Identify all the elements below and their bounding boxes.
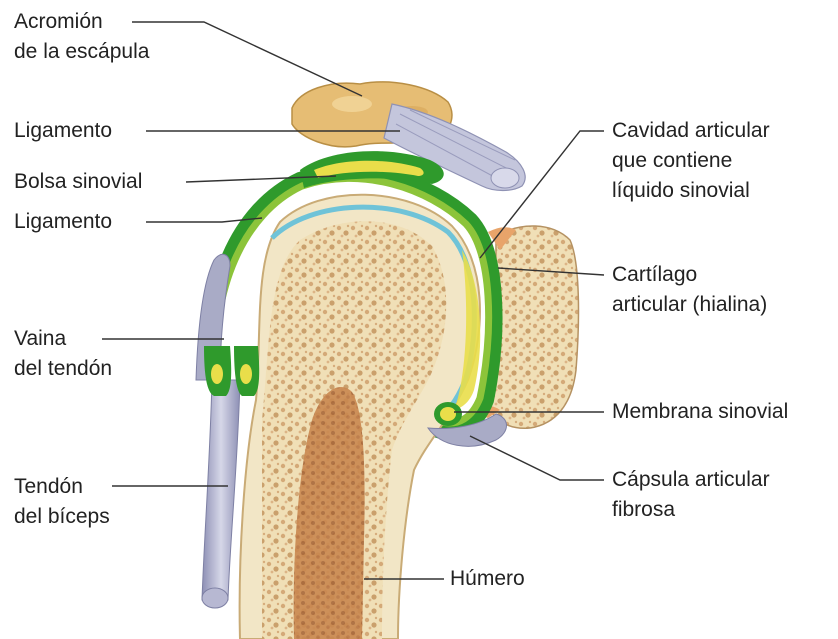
label-vaina-line2: del tendón bbox=[14, 354, 112, 384]
label-ligamento-mid-text: Ligamento bbox=[14, 207, 112, 237]
label-cartilago-line1: Cartílago bbox=[612, 260, 767, 290]
label-vaina-line1: Vaina bbox=[14, 324, 112, 354]
label-cavidad-line1: Cavidad articular bbox=[612, 116, 770, 146]
label-capsula-line1: Cápsula articular bbox=[612, 465, 770, 495]
label-acromion: Acromión de la escápula bbox=[14, 7, 149, 67]
label-cartilago-line2: articular (hialina) bbox=[612, 290, 767, 320]
label-cavidad-line2: que contiene bbox=[612, 146, 770, 176]
label-membrana-text: Membrana sinovial bbox=[612, 397, 788, 427]
label-cavidad: Cavidad articular que contiene líquido s… bbox=[612, 116, 770, 206]
label-tendon-biceps-line2: del bíceps bbox=[14, 502, 110, 532]
label-membrana: Membrana sinovial bbox=[612, 397, 788, 427]
label-tendon-biceps: Tendón del bíceps bbox=[14, 472, 110, 532]
label-tendon-biceps-line1: Tendón bbox=[14, 472, 110, 502]
label-ligamento-top-text: Ligamento bbox=[14, 116, 112, 146]
label-capsula: Cápsula articular fibrosa bbox=[612, 465, 770, 525]
biceps-tendon bbox=[196, 254, 240, 608]
label-ligamento-mid: Ligamento bbox=[14, 207, 112, 237]
label-acromion-line2: de la escápula bbox=[14, 37, 149, 67]
label-cavidad-line3: líquido sinovial bbox=[612, 176, 770, 206]
label-capsula-line2: fibrosa bbox=[612, 495, 770, 525]
label-bolsa-sinovial-text: Bolsa sinovial bbox=[14, 167, 142, 197]
label-humero-text: Húmero bbox=[450, 564, 525, 594]
label-cartilago: Cartílago articular (hialina) bbox=[612, 260, 767, 320]
label-acromion-line1: Acromión bbox=[14, 7, 149, 37]
label-bolsa-sinovial: Bolsa sinovial bbox=[14, 167, 142, 197]
label-ligamento-top: Ligamento bbox=[14, 116, 112, 146]
label-vaina: Vaina del tendón bbox=[14, 324, 112, 384]
label-humero: Húmero bbox=[450, 564, 525, 594]
